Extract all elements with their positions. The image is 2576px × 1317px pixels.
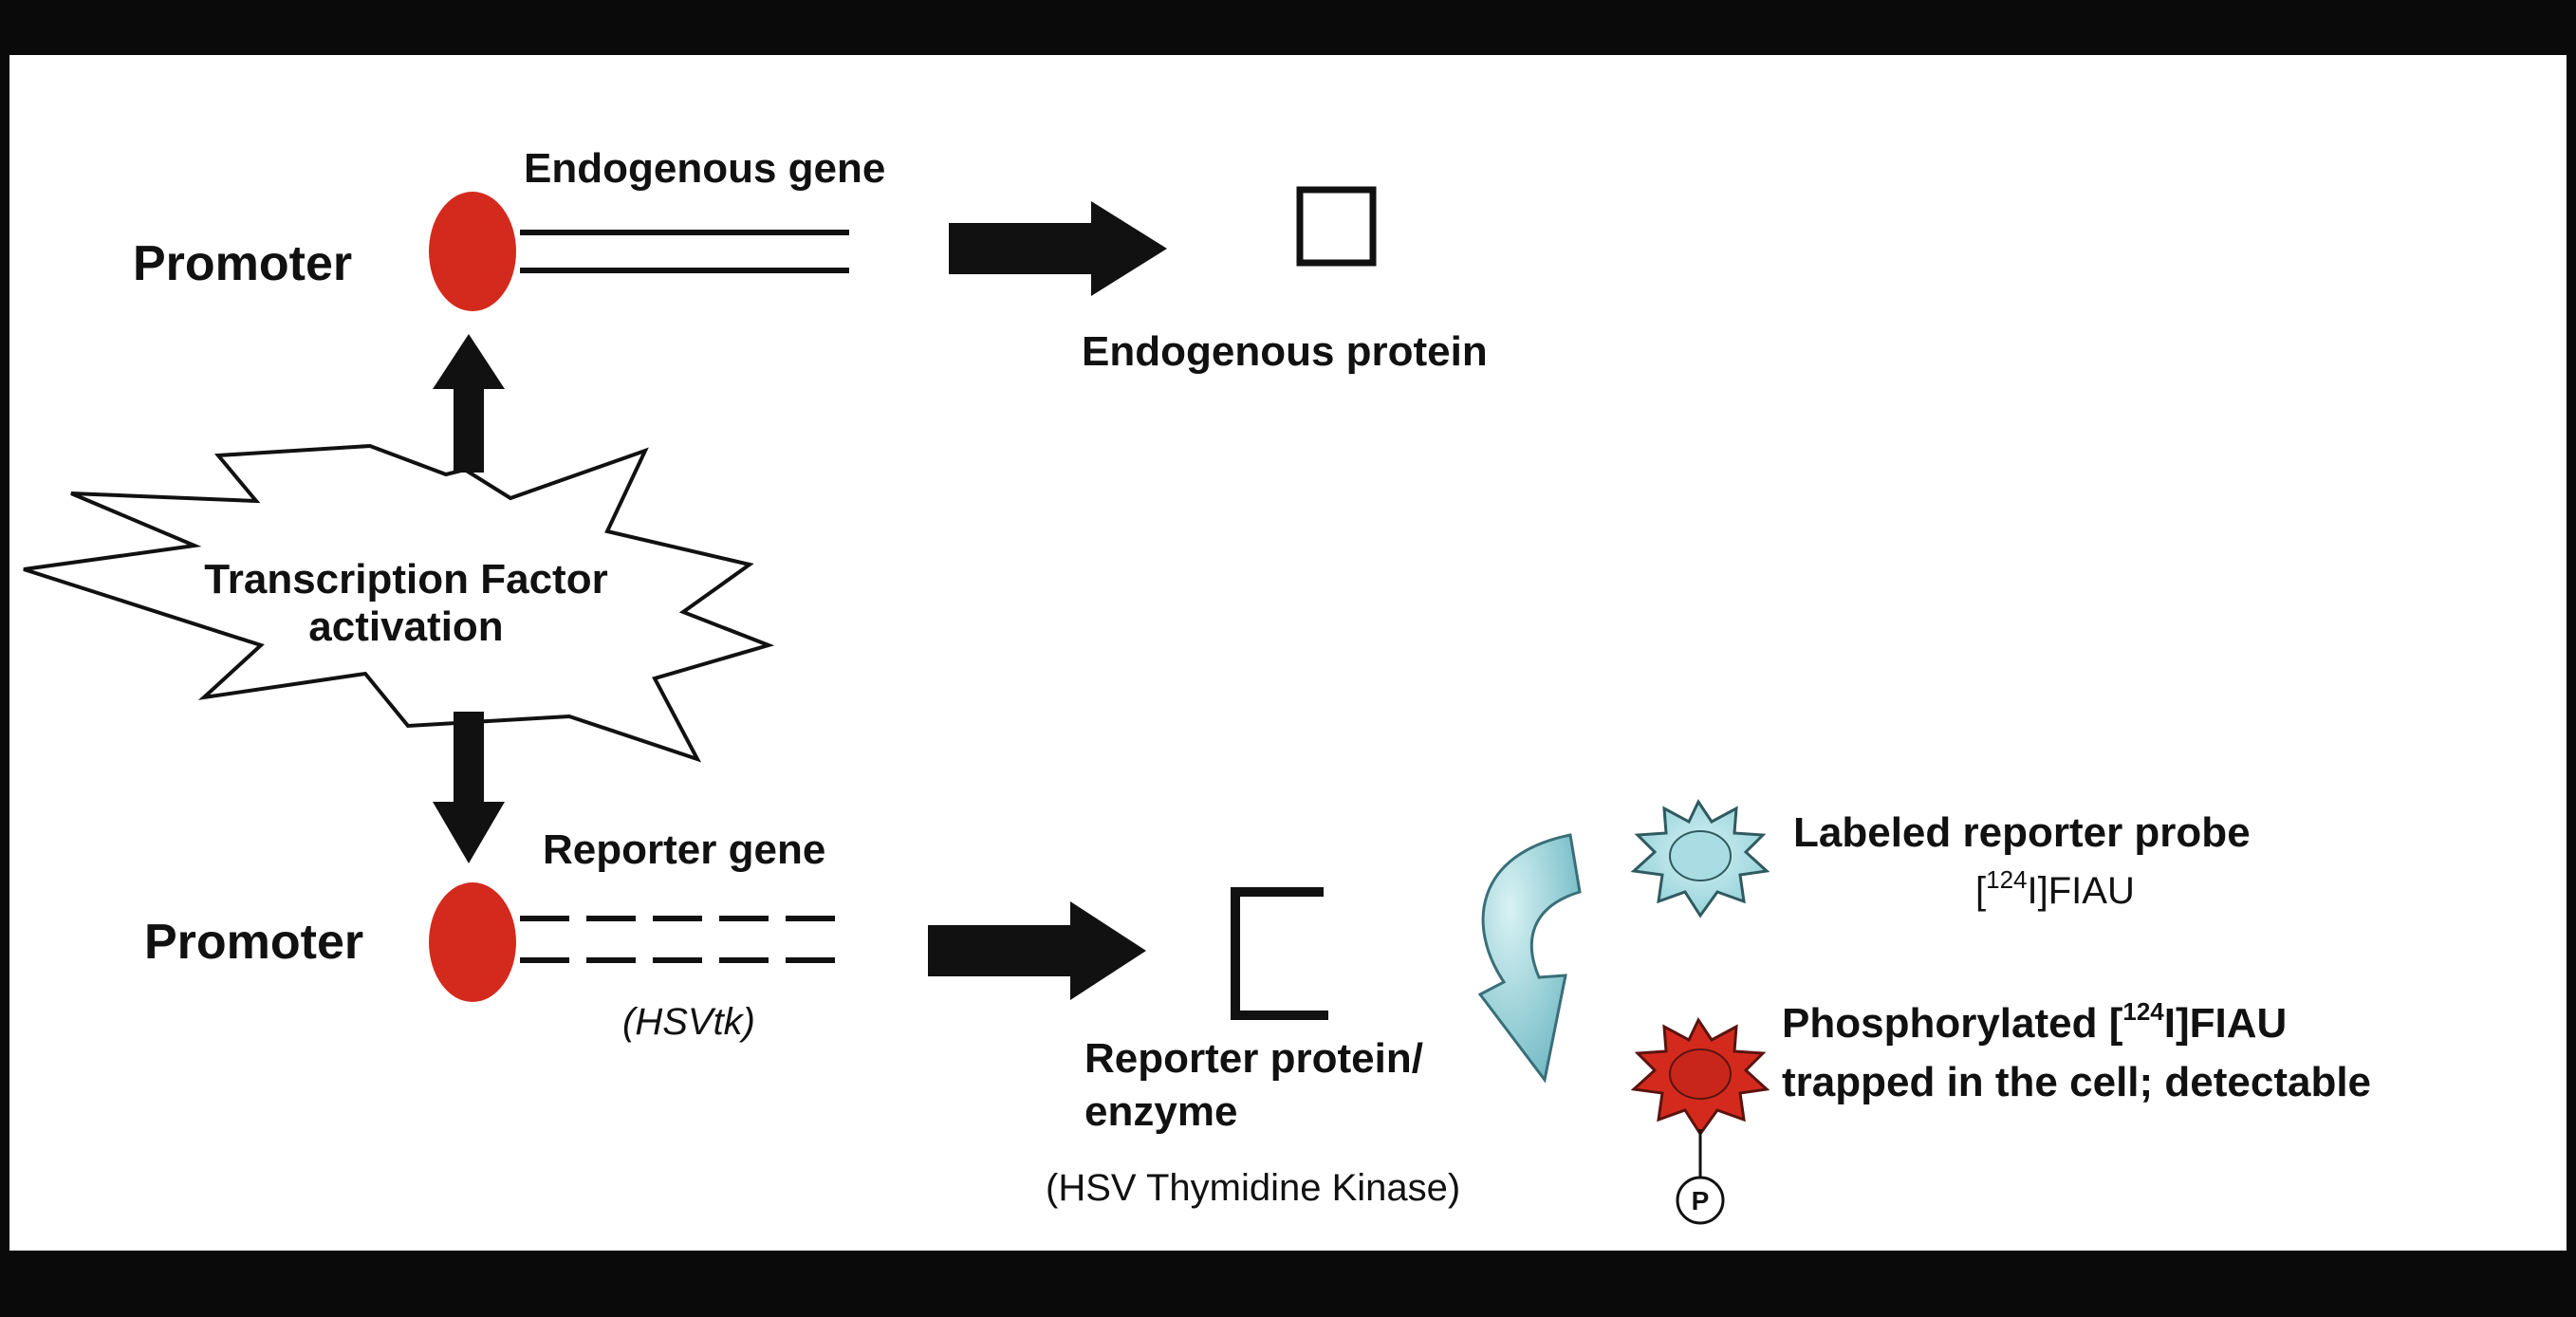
reporter-protein-bracket <box>1231 887 1328 1020</box>
phospho-probe-line1: Phosphorylated [124I]FIAU <box>1782 997 2287 1047</box>
arrow-down-to-promoter <box>433 712 505 863</box>
promoter-top-ellipse <box>429 192 516 311</box>
labeled-probe-label: Labeled reporter probe <box>1793 809 2251 856</box>
endogenous-protein-square <box>1296 186 1377 267</box>
phosphorylated-probe-icon <box>1630 1016 1770 1177</box>
arrow-to-endogenous-protein <box>949 201 1167 296</box>
hsvtk-label: (HSVtk) <box>622 1001 755 1043</box>
left-border <box>0 0 9 1317</box>
reporter-protein-line1: Reporter protein/ <box>1084 1035 1423 1082</box>
arrow-up-to-promoter <box>433 334 505 473</box>
phosphate-circle <box>1676 1176 1725 1225</box>
probe-bracket: [ <box>1975 870 1986 912</box>
endogenous-gene-label: Endogenous gene <box>524 145 885 192</box>
right-border <box>2567 0 2576 1317</box>
phosphate-label: P <box>1692 1186 1710 1215</box>
transcription-factor-burst <box>23 443 775 763</box>
hsv-thymidine-kinase-label: (HSV Thymidine Kinase) <box>1046 1167 1460 1209</box>
promoter-bottom-label: Promoter <box>144 915 363 970</box>
promoter-top-label: Promoter <box>133 236 352 291</box>
reporter-protein-line2: enzyme <box>1084 1088 1237 1135</box>
bottom-border <box>0 1251 2576 1317</box>
probe-isotope: 124 <box>1986 865 2027 894</box>
phospho-prefix: Phosphorylated [ <box>1782 1000 2123 1047</box>
trapped-label: trapped in the cell; detectable <box>1782 1059 2371 1105</box>
probe-formula: [124I]FIAU <box>1975 865 2135 912</box>
phospho-suffix: I]FIAU <box>2164 1000 2288 1047</box>
phosphorylation-curved-arrow <box>1477 833 1582 1084</box>
top-border <box>0 0 2576 55</box>
labeled-probe-icon <box>1630 798 1770 918</box>
endogenous-protein-label: Endogenous protein <box>1082 328 1488 375</box>
reporter-gene-label: Reporter gene <box>543 826 825 873</box>
probe-name: I]FIAU <box>2028 870 2135 912</box>
promoter-bottom-ellipse <box>429 882 516 1002</box>
phospho-isotope: 124 <box>2122 997 2164 1026</box>
arrow-to-reporter-protein <box>928 901 1146 1000</box>
transcription-factor-line2: activation <box>308 603 503 650</box>
transcription-factor-line1: Transcription Factor <box>204 556 607 603</box>
